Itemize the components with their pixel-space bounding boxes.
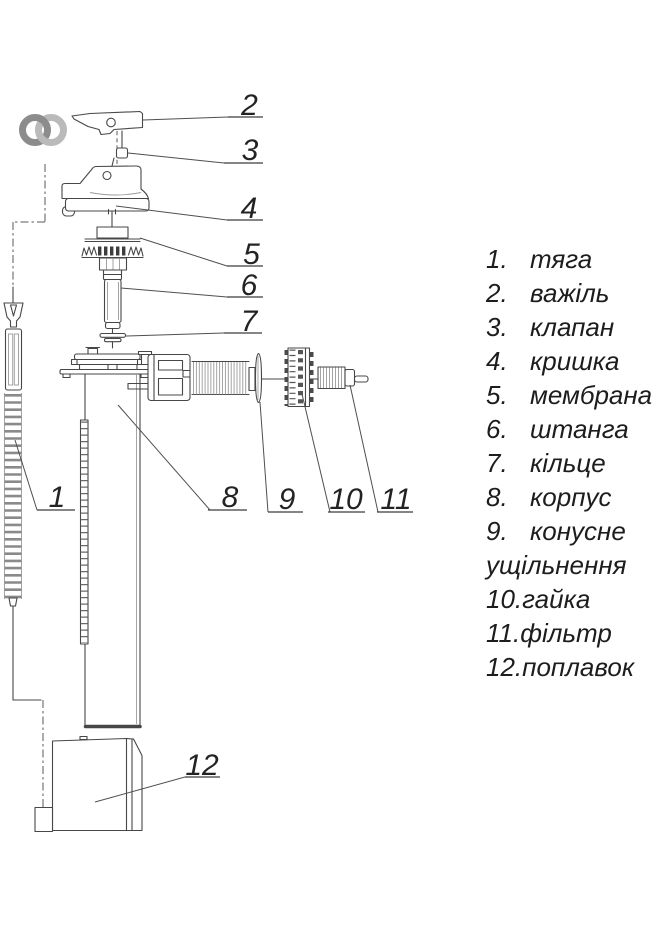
- part-9-cone-seal: [254, 352, 263, 404]
- legend-item-number: 7.: [486, 448, 508, 478]
- part-5-membrane: [81, 226, 144, 276]
- legend-item-number: 12.: [486, 652, 523, 682]
- legend-item-number: 9.: [486, 516, 508, 546]
- legend-item-label: поплавок: [522, 652, 635, 682]
- legend-item-label: кільце: [530, 448, 606, 478]
- callout-1: 1: [49, 481, 66, 514]
- legend-item-label: корпус: [530, 482, 612, 512]
- legend-item-5: 5. мембрана: [486, 378, 667, 412]
- part-4-cover: [61, 165, 150, 228]
- legend-item-label: конусне: [530, 516, 626, 546]
- legend-item-number: 10.: [486, 584, 523, 614]
- part-10-nut: [284, 347, 314, 408]
- legend-item-3: 3. клапан: [486, 310, 667, 344]
- legend-item-9-wrap: ущільнення: [486, 548, 667, 582]
- legend-item-number: 5.: [486, 380, 508, 410]
- callout-11: 11: [380, 483, 411, 516]
- legend-item-label: фільтр: [520, 618, 612, 648]
- legend-item-label: кришка: [530, 346, 620, 376]
- legend-item-number: 2.: [486, 278, 508, 308]
- callout-4: 4: [241, 192, 258, 225]
- legend-item-number: 1.: [486, 244, 508, 274]
- callout-2: 2: [240, 89, 258, 122]
- legend-item-7: 7. кільце: [486, 446, 667, 480]
- legend-item-label: гайка: [522, 584, 591, 614]
- legend-item-label: штанга: [530, 414, 629, 444]
- legend-item-10: 10.гайка: [486, 582, 667, 616]
- legend-item-number: 4.: [486, 346, 508, 376]
- legend-item-label: важіль: [530, 278, 610, 308]
- part-8-body: [59, 346, 319, 729]
- part-1-pull-rod: [3, 302, 24, 607]
- callout-6: 6: [241, 269, 258, 302]
- legend-item-12: 12.поплавок: [486, 650, 667, 684]
- legend-item-label: клапан: [530, 312, 615, 342]
- legend-item-label: мембрана: [530, 380, 653, 410]
- legend-item-6: 6. штанга: [486, 412, 667, 446]
- part-12-float: [34, 735, 143, 833]
- legend-item-number: 8.: [486, 482, 508, 512]
- legend-item-1: 1. тяга: [486, 242, 667, 276]
- callout-3: 3: [242, 134, 259, 167]
- part-3-valve: [111, 130, 129, 167]
- legend-item-2: 2. важіль: [486, 276, 667, 310]
- interlocked-rings-logo-icon: [19, 114, 67, 146]
- legend-item-label: ущільнення: [486, 550, 627, 580]
- legend-item-number: 3.: [486, 312, 508, 342]
- callout-7: 7: [241, 305, 259, 338]
- part-2-lever: [71, 110, 144, 136]
- legend-item-4: 4. кришка: [486, 344, 667, 378]
- part-7-ring: [99, 327, 127, 349]
- callout-leader-lines: [14, 116, 413, 803]
- legend-item-number: 6.: [486, 414, 508, 444]
- legend-item-label: тяга: [530, 244, 593, 274]
- part-11-filter: [317, 366, 369, 390]
- legend-item-9: 9. конусне: [486, 514, 667, 548]
- callout-5: 5: [243, 238, 260, 271]
- callout-9: 9: [279, 483, 296, 516]
- parts-legend: 1. тяга 2. важіль 3. клапан 4. кришка 5. мемб…: [486, 242, 667, 684]
- legend-item-8: 8. корпус: [486, 480, 667, 514]
- legend-item-number: 11.: [486, 618, 521, 648]
- callout-8: 8: [222, 481, 239, 514]
- part-6-rod: [102, 273, 123, 330]
- callout-10: 10: [329, 483, 363, 516]
- callout-numbers: 1 2 3 4 5 6 7 8 9 10 11 12: [49, 89, 412, 782]
- legend-item-11: 11.фільтр: [486, 616, 667, 650]
- callout-12: 12: [185, 749, 219, 782]
